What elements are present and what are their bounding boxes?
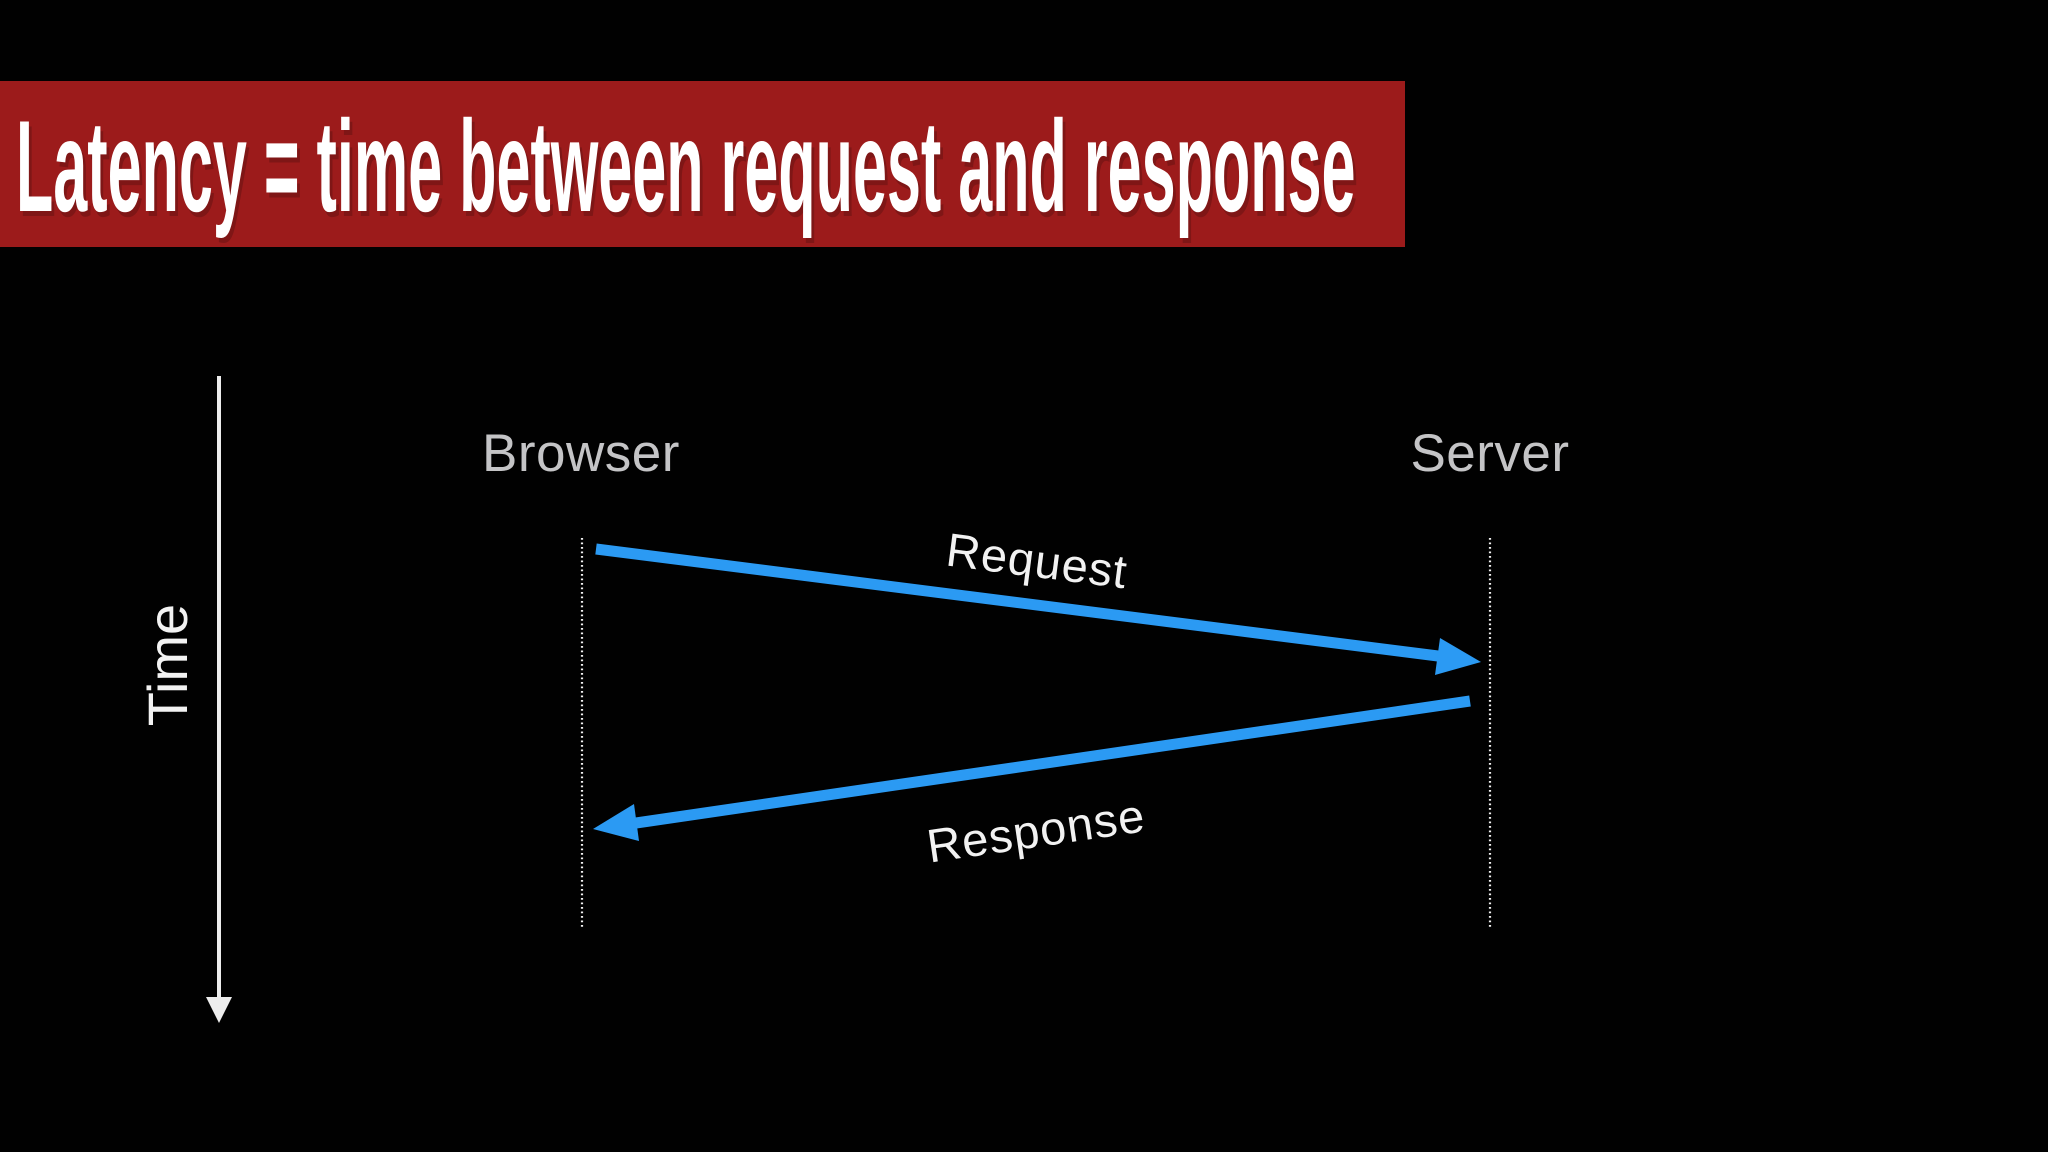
actor-label-server: Server xyxy=(1410,424,1570,483)
left-arrowhead-icon xyxy=(593,804,639,841)
request-arrow xyxy=(595,543,1481,675)
right-arrowhead-icon xyxy=(1435,638,1481,675)
slide-title: Latency = time between request and respo… xyxy=(15,93,1356,239)
time-axis-label: Time xyxy=(136,603,199,727)
time-axis-arrow xyxy=(206,376,232,1023)
title-banner: Latency = time between request and respo… xyxy=(0,81,1405,247)
response-arrow xyxy=(593,695,1471,841)
down-arrowhead-icon xyxy=(206,997,232,1023)
actor-label-browser: Browser xyxy=(482,424,680,483)
